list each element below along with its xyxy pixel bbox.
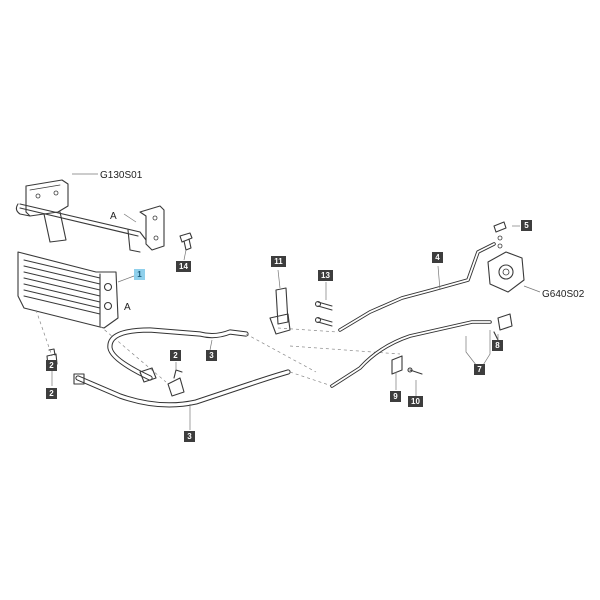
callout-4-box [432,252,443,263]
pipe-4 [338,242,496,332]
callout-10-box [408,396,423,407]
callout-7-box [474,364,485,375]
callout-5-box [521,220,532,231]
ref-bracket-label: G130S01 [100,170,143,181]
callout-4-label: 4 [435,253,440,262]
callout-2b-label: 2 [49,361,54,370]
hose-3-upper [107,327,249,383]
callout-3a-box [206,350,217,361]
oil-cooler [17,251,167,383]
callout-13-label: 13 [321,271,330,280]
callout-part-8[interactable]: 8 [492,340,503,351]
bolts-13 [314,300,333,327]
callout-2c-label: 2 [49,389,54,398]
callout-part-2[interactable]: 2 [170,350,181,361]
cooler-bracket [15,179,165,253]
oil-pump-block [487,221,525,331]
callout-3a-label: 3 [209,351,214,360]
callout-11-label: 11 [274,257,283,266]
callout-part-9[interactable]: 9 [390,391,401,402]
callout-9-box [390,391,401,402]
callout-10-label: 10 [411,397,420,406]
callout-part-7[interactable]: 7 [474,364,485,375]
mark-a-top: A [110,211,117,222]
callout-part-10[interactable]: 10 [408,396,423,407]
callout-1-label: 1 [137,270,142,279]
callout-part-2[interactable]: 2 [46,360,57,371]
callout-part-11[interactable]: 11 [271,256,286,267]
pipe-7 [330,320,492,388]
fitting-2-middle [167,369,185,397]
hose-3-lower [73,369,291,408]
bolt-10 [407,367,423,375]
callout-part-4[interactable]: 4 [432,252,443,263]
callout-7-label: 7 [477,365,482,374]
callout-part-1[interactable]: 1 [134,269,145,280]
callout-2a-label: 2 [173,351,178,360]
clip-9 [391,355,403,375]
callout-part-14[interactable]: 14 [176,261,191,272]
callout-part-5[interactable]: 5 [521,220,532,231]
bolt-14 [179,232,193,251]
callout-14-box [176,261,191,272]
callout-9-label: 9 [393,392,398,401]
callout-8-box [492,340,503,351]
ref-pump-label: G640S02 [542,289,585,300]
callout-5-label: 5 [524,221,529,230]
callout-2a-box [170,350,181,361]
callout-2c-box [46,388,57,399]
callout-3b-box [184,431,195,442]
callout-part-3[interactable]: 3 [184,431,195,442]
callout-11-box [271,256,286,267]
callout-part-13[interactable]: 13 [318,270,333,281]
callout-14-label: 14 [179,262,188,271]
callout-13-box [318,270,333,281]
callout-8-label: 8 [495,341,500,350]
callout-1-box [134,269,145,280]
callout-part-3[interactable]: 3 [206,350,217,361]
callout-part-2[interactable]: 2 [46,388,57,399]
clamp-bracket-11 [269,287,291,335]
callout-2b-box [46,360,57,371]
mark-a-bottom: A [124,302,131,313]
callout-3b-label: 3 [187,432,192,441]
